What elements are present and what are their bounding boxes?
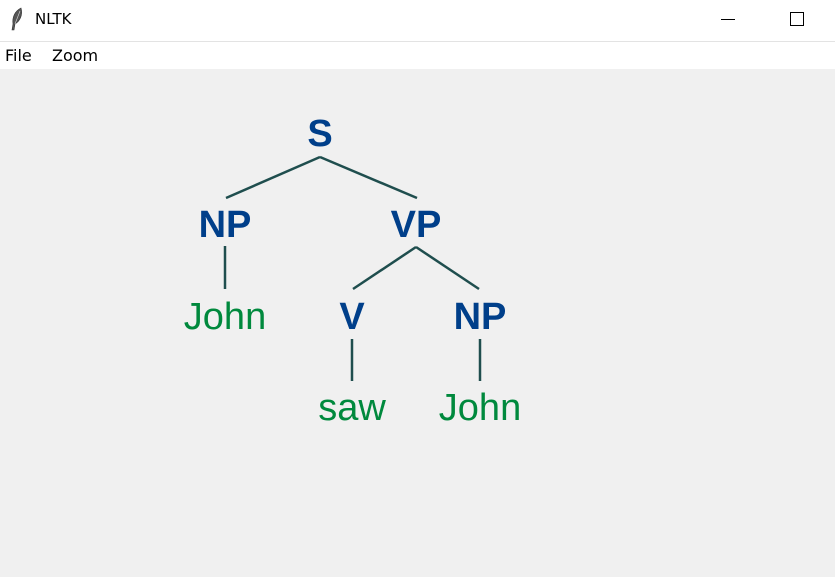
edge-vp-v	[352, 245, 417, 291]
edge-vp-np	[415, 245, 480, 291]
node-v[interactable]: V	[339, 296, 365, 338]
tree-canvas[interactable]: S NP VP John V NP saw John	[0, 69, 835, 577]
menu-file[interactable]: File	[5, 46, 32, 65]
window-title: NLTK	[35, 10, 72, 28]
feather-icon	[11, 7, 22, 31]
edge-s-np	[225, 155, 321, 200]
leaf-john-subject[interactable]: John	[184, 296, 266, 338]
minimize-icon	[721, 19, 735, 20]
leaf-saw[interactable]: saw	[318, 387, 386, 429]
menu-zoom[interactable]: Zoom	[52, 46, 99, 65]
parse-tree: S NP VP John V NP saw John	[184, 113, 521, 429]
edge-s-vp	[319, 155, 418, 200]
minimize-button[interactable]	[692, 0, 762, 40]
menu-bar: File Zoom	[0, 42, 835, 69]
node-s[interactable]: S	[307, 113, 332, 155]
node-np-subject[interactable]: NP	[199, 204, 252, 246]
node-vp[interactable]: VP	[391, 204, 442, 246]
title-bar: NLTK	[0, 0, 835, 42]
maximize-button[interactable]	[762, 0, 832, 40]
maximize-icon	[790, 12, 804, 26]
node-np-object[interactable]: NP	[454, 296, 507, 338]
leaf-john-object[interactable]: John	[439, 387, 521, 429]
